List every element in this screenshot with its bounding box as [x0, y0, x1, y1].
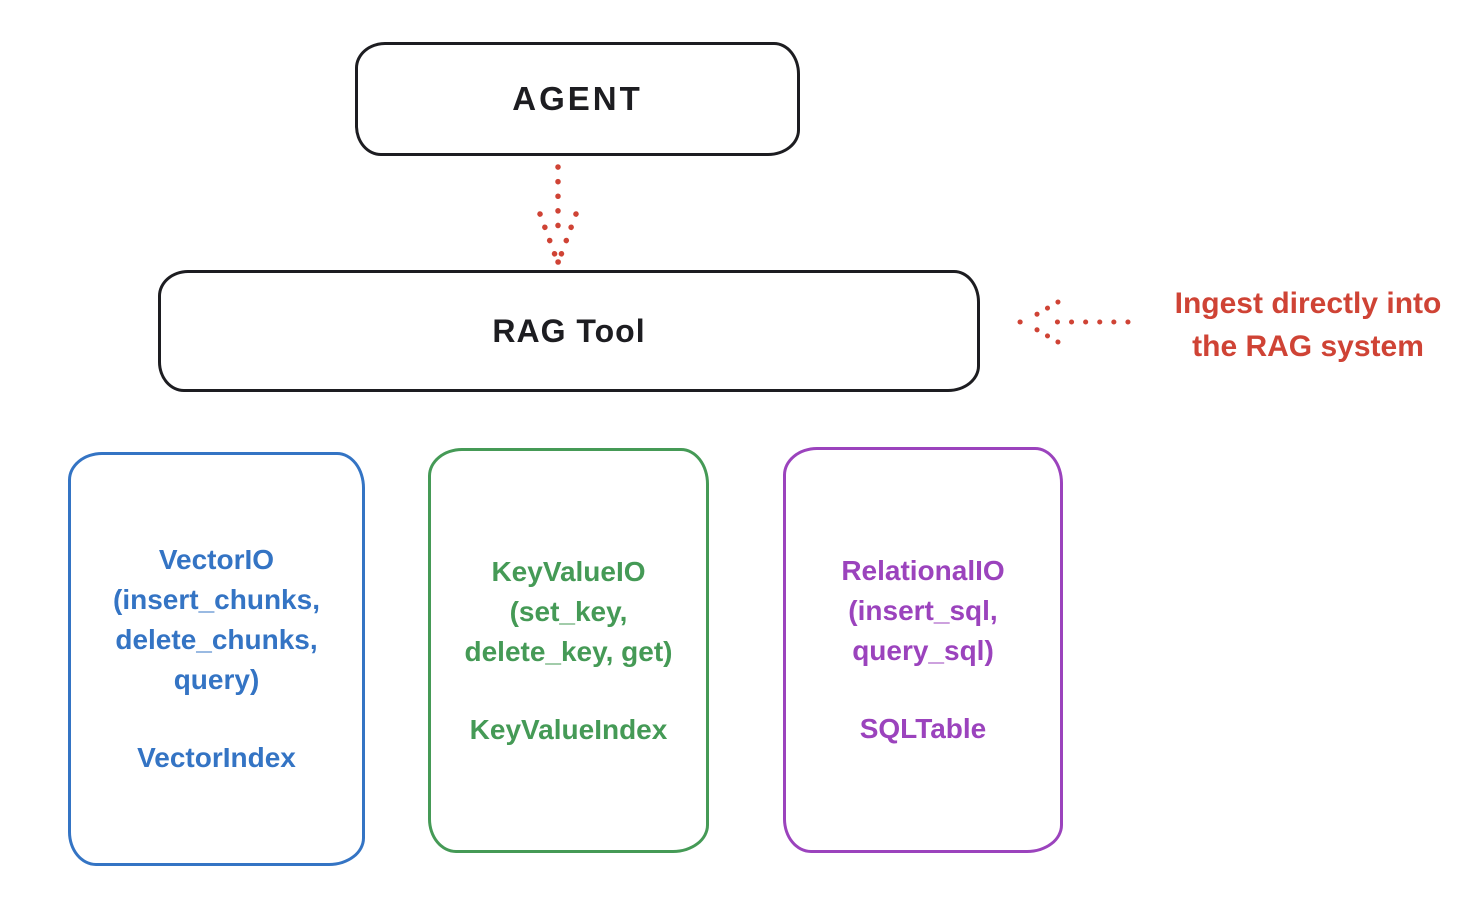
backend-label-line: delete_chunks, [115, 624, 318, 655]
agent-node: AGENT [355, 42, 800, 156]
rag-tool-node-label: RAG Tool [492, 312, 646, 349]
ingest-annotation-line1: Ingest directly into [1174, 287, 1442, 320]
backend-label-line: RelationalIO [841, 555, 1005, 586]
ingest-annotation: Ingest directly into the RAG system [1138, 282, 1478, 368]
backend-index-label: SQLTable [859, 713, 987, 744]
backend-label-line: KeyValueIO [491, 555, 646, 587]
backend-label-line: (insert_sql, [848, 595, 998, 626]
backend-index-label: VectorIndex [137, 742, 296, 773]
backend-index-label: KeyValueIndex [469, 713, 668, 745]
agent-node-label: AGENT [512, 80, 643, 117]
backend-box-vector-io: VectorIO (insert_chunks, delete_chunks, … [68, 452, 365, 866]
ingest-arrow-icon [1017, 299, 1131, 345]
backend-label-line: query) [173, 664, 260, 695]
backend-box-relational-io: RelationalIO (insert_sql, query_sql) SQL… [783, 447, 1063, 853]
rag-tool-node: RAG Tool [158, 270, 980, 392]
backend-label-line: query_sql) [852, 635, 994, 666]
agent-to-rag-arrow-icon [537, 164, 579, 265]
backend-box-key-value-io: KeyValueIO (set_key, delete_key, get) Ke… [428, 448, 709, 853]
backend-label-line: (insert_chunks, [113, 584, 320, 615]
ingest-annotation-line2: the RAG system [1192, 330, 1424, 363]
backend-label-line: VectorIO [158, 544, 275, 575]
backend-label-line: delete_key, get) [464, 635, 673, 667]
backend-label-line: (set_key, [509, 595, 628, 627]
